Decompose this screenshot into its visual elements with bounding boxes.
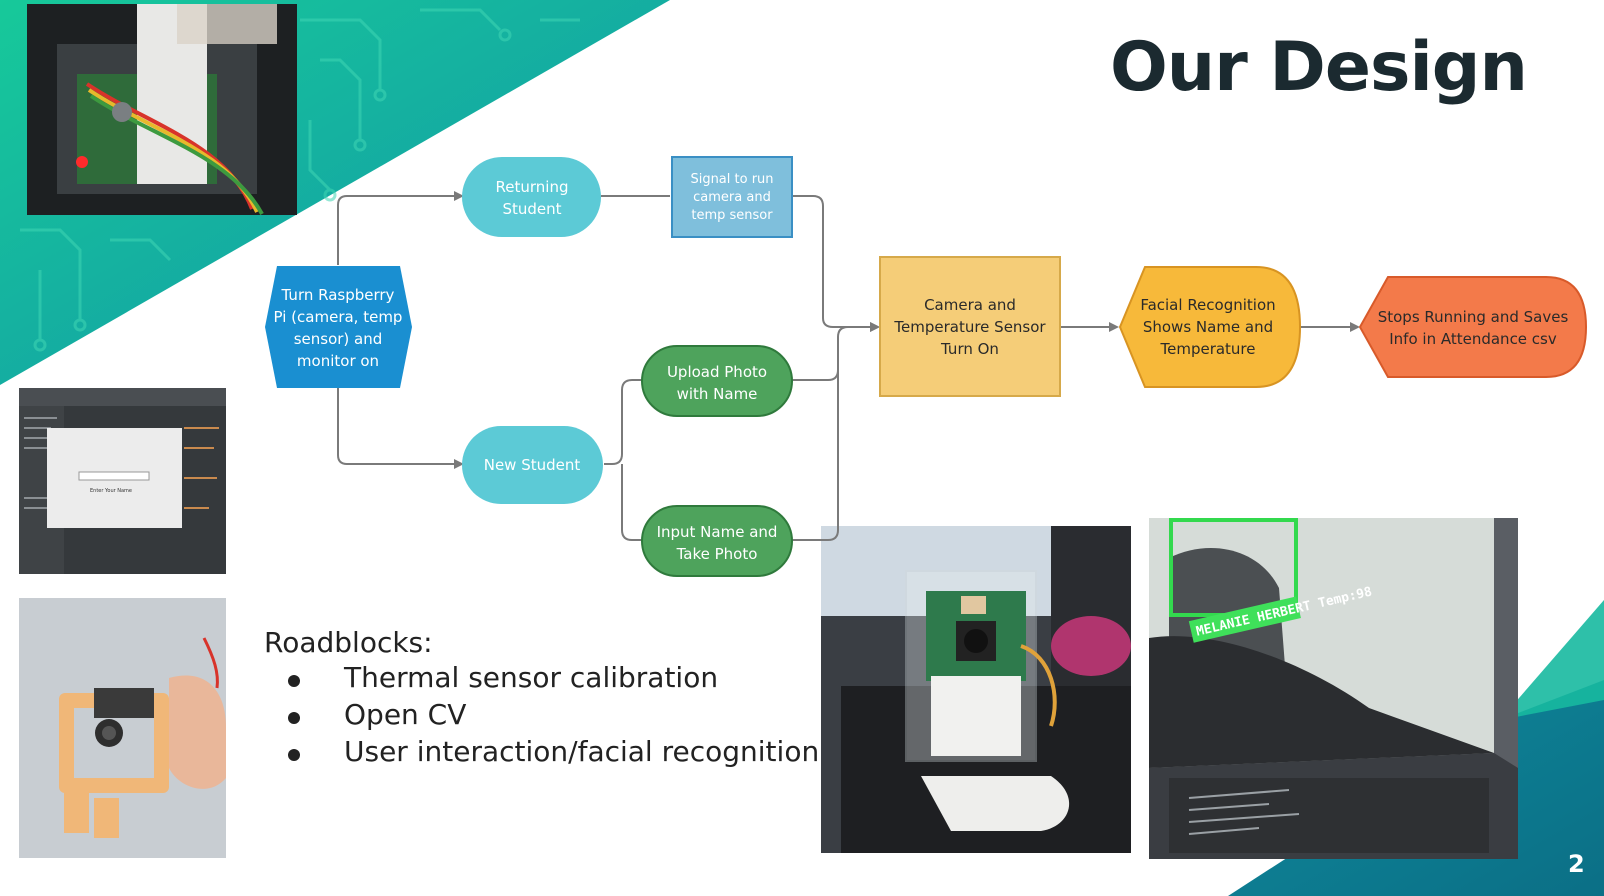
facial-line-2: Shows Name and [1143,318,1273,336]
roadblock-item-text: User interaction/facial recognition [344,735,820,768]
node-stops-running: Stops Running and Saves Info in Attendan… [1358,276,1588,378]
stops-line-2: Info in Attendance csv [1389,330,1557,348]
node-camera-on: Camera and Temperature Sensor Turn On [879,256,1061,397]
roadblocks-list: Thermal sensor calibration Open CV User … [264,661,819,772]
page-number: 2 [1568,850,1585,878]
node-new-student: New Student [462,426,603,504]
signal-line-1: Signal to run [690,172,773,187]
code-editor-photo: Enter Your Name [19,388,226,574]
input-line-2: Take Photo [676,545,758,563]
returning-line-2: Student [502,200,561,218]
facial-line-3: Temperature [1159,340,1255,358]
camera-line-3: Turn On [940,340,999,358]
new-student-label: New Student [484,456,581,474]
page-title: Our Design [1110,28,1528,107]
roadblocks-section: Roadblocks: Thermal sensor calibration O… [264,626,819,772]
upload-line-2: with Name [677,385,758,403]
facial-line-1: Facial Recognition [1140,296,1275,314]
signal-line-3: temp sensor [691,208,773,223]
roadblocks-heading: Roadblocks: [264,626,433,659]
bullet-icon [288,675,300,687]
bullet-icon [288,749,300,761]
circuit-pattern [20,8,580,352]
node-start-turn-on: Turn Raspberry Pi (camera, temp sensor) … [265,266,412,388]
node-facial-recognition: Facial Recognition Shows Name and Temper… [1118,266,1302,388]
signal-line-2: camera and [693,190,771,205]
node-signal: Signal to run camera and temp sensor [671,156,793,238]
camera-line-1: Camera and [924,296,1016,314]
pi-camera-stand-photo [821,526,1131,853]
returning-line-1: Returning [496,178,569,196]
upload-line-1: Upload Photo [667,363,767,381]
bottom-right-accent [1500,600,1604,720]
node-input-name: Input Name and Take Photo [641,505,793,577]
roadblock-item: User interaction/facial recognition [264,735,819,772]
roadblock-item: Open CV [264,698,819,735]
input-line-1: Input Name and [657,523,778,541]
start-line-4: monitor on [297,352,379,370]
start-line-1: Turn Raspberry [281,286,395,304]
popup-label: Enter Your Name [90,488,132,494]
node-upload-photo: Upload Photo with Name [641,345,793,417]
raspberry-pi-photo [27,4,297,215]
camera-case-photo [19,598,226,858]
roadblock-item-text: Thermal sensor calibration [344,661,719,694]
start-line-2: Pi (camera, temp [274,308,403,326]
roadblock-item: Thermal sensor calibration [264,661,819,698]
bullet-icon [288,712,300,724]
facial-recognition-screen-photo: MELANIE HERBERT Temp:98 [1149,518,1518,859]
node-returning-student: Returning Student [462,157,601,237]
stops-line-1: Stops Running and Saves [1378,308,1569,326]
flowchart-connectors [337,191,1360,541]
camera-line-2: Temperature Sensor [893,318,1046,336]
roadblock-item-text: Open CV [344,698,467,731]
start-line-3: sensor) and [294,330,383,348]
